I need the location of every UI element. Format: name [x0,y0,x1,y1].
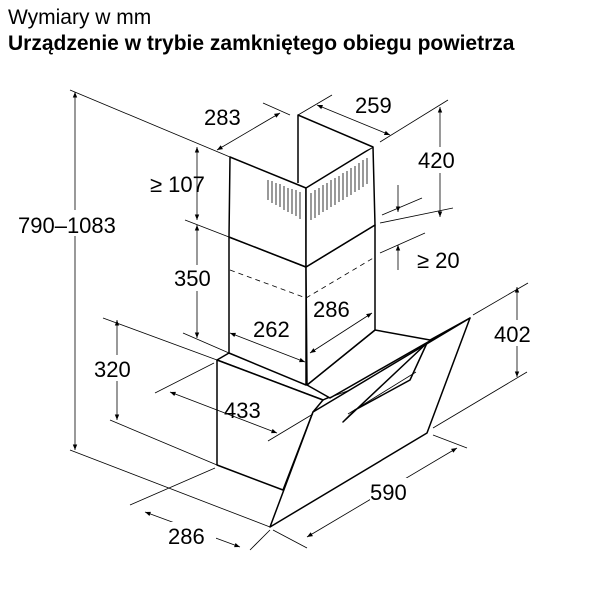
dim-min-overlap: ≥ 20 [417,248,460,273]
dim-glass-height: 402 [494,322,531,347]
dim-chimney-top-depth: 283 [204,105,241,130]
subtitle: Urządzenie w trybie zamkniętego obiegu p… [8,32,515,55]
title: Wymiary w mm [8,6,152,29]
dim-upper-chimney-height: 420 [418,148,455,173]
dim-total-height: 790–1083 [18,213,116,238]
dim-min-gap-top: ≥ 107 [150,172,205,197]
dim-body-height: 320 [94,357,131,382]
dim-chimney-bottom-depth: 262 [253,317,290,342]
vent-slots [267,158,368,220]
dim-lower-chimney-height: 350 [174,266,211,291]
dim-body-depth: 433 [224,398,261,423]
dim-chimney-top-width: 259 [355,93,392,118]
dim-bottom-depth: 286 [168,524,205,549]
dim-chimney-bottom-width: 286 [313,297,350,322]
dim-width: 590 [370,480,407,505]
upper-chimney [228,114,376,268]
